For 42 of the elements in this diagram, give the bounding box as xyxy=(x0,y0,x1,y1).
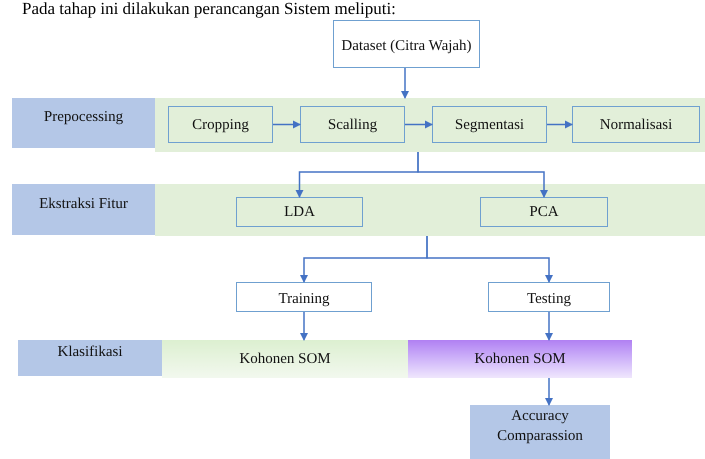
box-text: Klasifikasi xyxy=(56,343,124,362)
arrow xyxy=(300,312,308,341)
arrow xyxy=(405,120,433,128)
box-text: Accuracy Comparassion xyxy=(496,407,584,446)
process-box xyxy=(572,106,700,143)
box-text: Cropping xyxy=(191,116,250,134)
process-box xyxy=(236,282,372,312)
arrow xyxy=(401,68,409,99)
arrow xyxy=(545,312,553,341)
process-band xyxy=(162,340,408,378)
box-text: Normalisasi xyxy=(598,116,674,134)
process-band xyxy=(408,340,632,378)
box-text: Training xyxy=(277,290,331,309)
box-text: Testing xyxy=(526,290,572,309)
stage-band xyxy=(155,184,705,236)
intro-text: Pada tahap ini dilakukan perancangan Sistem meliputi: xyxy=(22,0,396,18)
arrow xyxy=(417,152,548,198)
box-text: Ekstraksi Fitur xyxy=(38,194,129,214)
box-text: PCA xyxy=(528,203,560,222)
stage-label-box xyxy=(470,405,610,459)
box-text: Scalling xyxy=(326,116,378,134)
process-box xyxy=(236,197,363,227)
process-box xyxy=(333,20,480,68)
box-text: Dataset (Citra Wajah) xyxy=(340,37,473,56)
stage-label-box xyxy=(12,184,155,235)
box-text: Kohonen SOM xyxy=(238,350,332,369)
box-text: Segmentasi xyxy=(454,116,526,134)
arrow xyxy=(547,120,573,128)
process-box xyxy=(300,106,405,143)
box-text: Kohonen SOM xyxy=(473,350,567,369)
process-box xyxy=(432,106,547,143)
process-box xyxy=(168,106,273,143)
arrow xyxy=(426,236,553,283)
process-box xyxy=(480,197,608,227)
box-text: Prepocessing xyxy=(42,108,124,127)
process-box xyxy=(488,282,610,312)
stage-label-box xyxy=(18,340,162,376)
arrow xyxy=(545,378,553,406)
box-text: LDA xyxy=(283,203,316,222)
stage-label-box xyxy=(12,98,155,148)
stage-band xyxy=(155,98,705,152)
arrow xyxy=(273,120,301,128)
